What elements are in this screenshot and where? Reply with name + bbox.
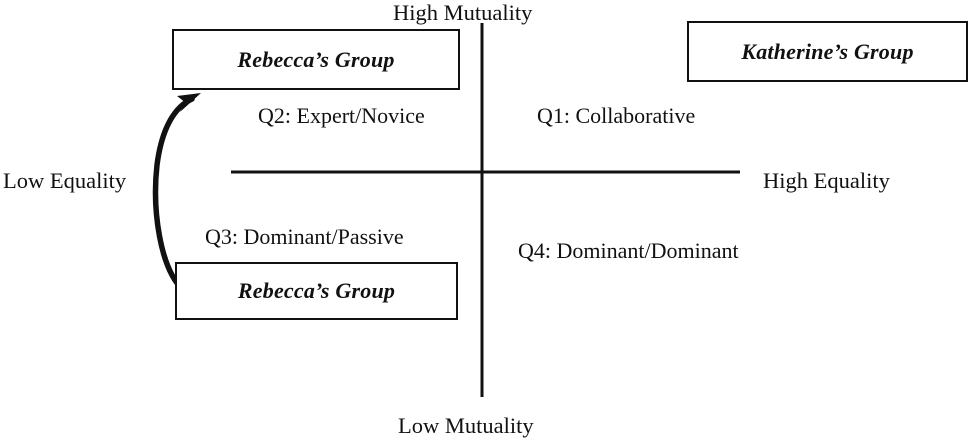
quadrant-label-q2: Q2: Expert/Novice	[258, 103, 425, 128]
quadrant-label-q1: Q1: Collaborative	[537, 103, 696, 128]
curved-progression-arrowhead	[177, 93, 201, 112]
group-box-rebecca-q2: Rebecca’s Group	[172, 29, 460, 90]
curved-progression-arrow	[152, 96, 195, 293]
quadrant-label-q4: Q4: Dominant/Dominant	[518, 238, 739, 263]
group-box-label: Katherine’s Group	[741, 38, 914, 64]
axis-label-low-mutuality: Low Mutuality	[398, 413, 534, 438]
axis-label-high-equality: High Equality	[763, 168, 890, 193]
axis-label-low-equality: Low Equality	[3, 168, 127, 193]
group-box-label: Rebecca’s Group	[237, 46, 395, 72]
group-box-katherine-q1: Katherine’s Group	[687, 21, 968, 82]
axis-label-high-mutuality: High Mutuality	[393, 0, 533, 25]
group-box-rebecca-q3: Rebecca’s Group	[175, 262, 458, 320]
quadrant-label-q3: Q3: Dominant/Passive	[205, 224, 404, 249]
group-box-label: Rebecca’s Group	[237, 278, 396, 303]
